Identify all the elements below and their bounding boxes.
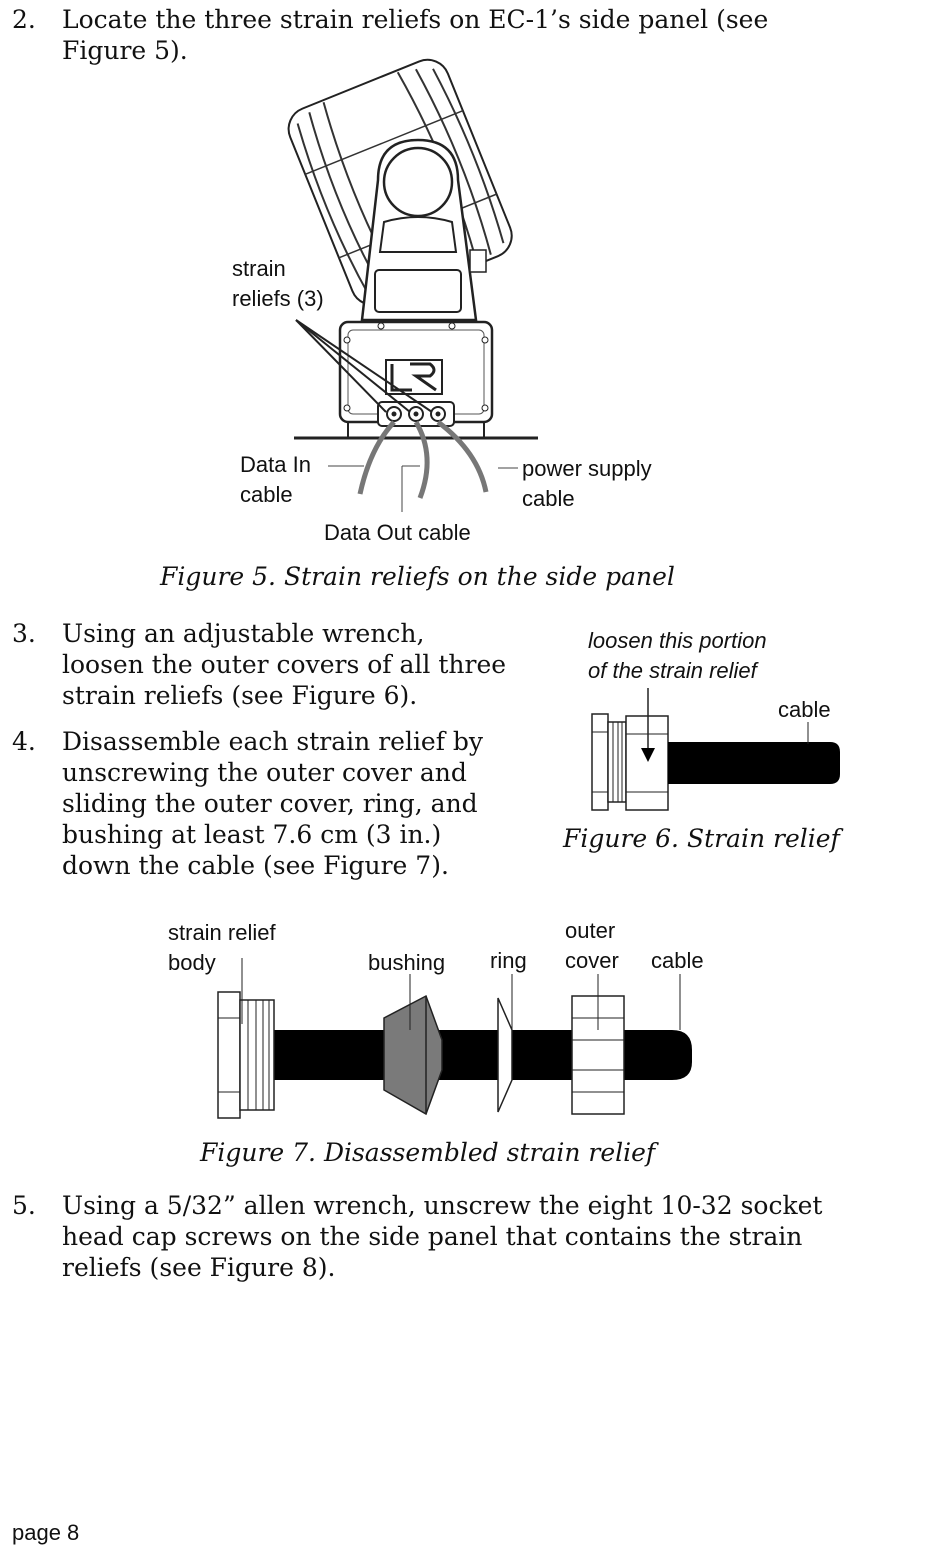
step-text-line: bushing at least 7.6 cm (3 in.) — [62, 820, 442, 849]
label-strain-reliefs: strain reliefs (3) — [232, 256, 324, 311]
label-ring: ring — [490, 948, 527, 973]
step-number: 3. — [12, 619, 36, 648]
step-number: 5. — [12, 1191, 36, 1220]
step-text-line: down the cable (see Figure 7). — [62, 851, 449, 880]
step-text-line: strain reliefs (see Figure 6). — [62, 681, 418, 710]
label-power-supply-cable: power supply cable — [522, 456, 652, 511]
figure-6-caption: Figure 6. Strain relief — [563, 824, 840, 853]
step-text-line: sliding the outer cover, ring, and — [62, 789, 478, 818]
step-text-line: unscrewing the outer cover and — [62, 758, 467, 787]
label-data-out-cable: Data Out cable — [324, 520, 471, 545]
step-text-line: Using a 5/32” allen wrench, unscrew the … — [62, 1191, 823, 1220]
step-text-line: Using an adjustable wrench, — [62, 619, 425, 648]
step-number: 4. — [12, 727, 36, 756]
label-data-in-cable: Data In cable — [240, 452, 311, 507]
label-bushing: bushing — [368, 950, 446, 975]
step-number: 2. — [12, 5, 36, 34]
label-loosen-portion: loosen this portion of the strain relief — [588, 628, 767, 683]
label-cable-fig6: cable — [778, 697, 831, 722]
page-number: page 8 — [12, 1520, 80, 1545]
label-strain-relief-body: strain relief body — [168, 920, 276, 975]
step-text-line: head cap screws on the side panel that c… — [62, 1222, 803, 1251]
label-outer-cover: outer cover — [565, 918, 619, 973]
label-cable-fig7: cable — [651, 948, 704, 973]
figure-7-caption: Figure 7. Disassembled strain relief — [200, 1138, 656, 1167]
step-text-line: Locate the three strain reliefs on EC-1’… — [62, 5, 769, 34]
step-text-line: Disassemble each strain relief by — [62, 727, 484, 756]
step-text-line: reliefs (see Figure 8). — [62, 1253, 336, 1282]
step-text-line: Figure 5). — [62, 36, 188, 65]
step-text-line: loosen the outer covers of all three — [62, 650, 507, 679]
figure-5-caption: Figure 5. Strain reliefs on the side pan… — [160, 562, 675, 591]
